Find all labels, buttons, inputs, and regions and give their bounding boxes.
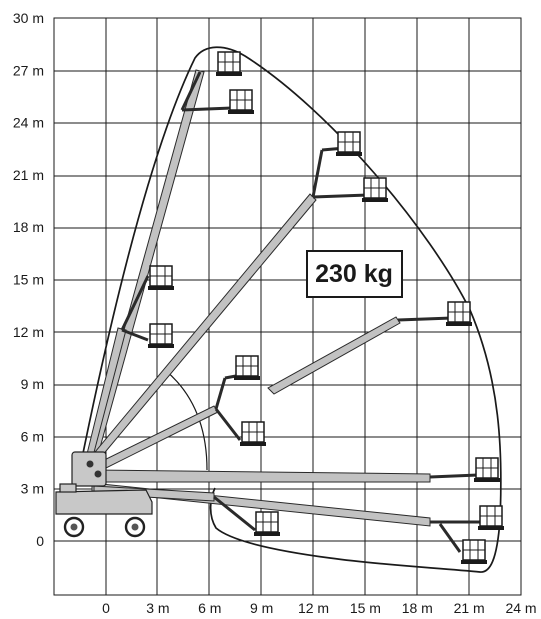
- load-capacity-label: 230 kg: [306, 250, 403, 298]
- turret: [71, 451, 107, 487]
- y-tick-label: 6 m: [21, 428, 44, 444]
- x-tick-label: 0: [102, 600, 110, 616]
- y-axis-labels: 30 m 27 m 24 m 21 m 18 m 15 m 12 m 9 m 6 m 3 m 0: [13, 10, 44, 549]
- y-tick-label: 21 m: [13, 167, 44, 183]
- basket: [254, 511, 280, 536]
- basket: [336, 131, 362, 156]
- basket: [240, 421, 266, 446]
- basket: [148, 323, 174, 348]
- y-tick-label: 18 m: [13, 219, 44, 235]
- y-tick-label: 0: [36, 533, 44, 549]
- x-tick-label: 21 m: [454, 600, 485, 616]
- boom-horizontal: [91, 469, 431, 483]
- x-tick-label: 9 m: [250, 600, 273, 616]
- x-axis-labels: 0 3 m 6 m 9 m 12 m 15 m 18 m 21 m 24 m: [102, 600, 536, 616]
- x-tick-label: 24 m: [505, 600, 536, 616]
- y-tick-label: 3 m: [21, 481, 44, 497]
- basket: [148, 265, 174, 290]
- chassis: [55, 489, 153, 515]
- y-tick-label: 24 m: [13, 115, 44, 131]
- y-tick-label: 12 m: [13, 324, 44, 340]
- basket: [478, 505, 504, 530]
- basket: [228, 89, 254, 114]
- basket: [474, 457, 500, 482]
- load-capacity-text: 230 kg: [315, 260, 393, 288]
- x-tick-label: 3 m: [146, 600, 169, 616]
- boom-positions: [85, 69, 480, 553]
- baskets: [148, 51, 504, 564]
- lift-machine: [55, 451, 153, 538]
- x-tick-label: 18 m: [402, 600, 433, 616]
- y-tick-label: 15 m: [13, 272, 44, 288]
- working-envelope: [79, 46, 502, 573]
- y-tick-label: 30 m: [13, 10, 44, 26]
- basket: [362, 177, 388, 202]
- basket: [461, 539, 487, 564]
- x-tick-label: 12 m: [298, 600, 329, 616]
- x-tick-label: 6 m: [198, 600, 221, 616]
- grid: [53, 17, 522, 596]
- y-tick-label: 9 m: [21, 376, 44, 392]
- x-tick-label: 15 m: [350, 600, 381, 616]
- boom-mid-outreach: [267, 316, 401, 395]
- basket: [234, 355, 260, 380]
- basket: [446, 301, 472, 326]
- basket: [216, 51, 242, 76]
- y-tick-label: 27 m: [13, 62, 44, 78]
